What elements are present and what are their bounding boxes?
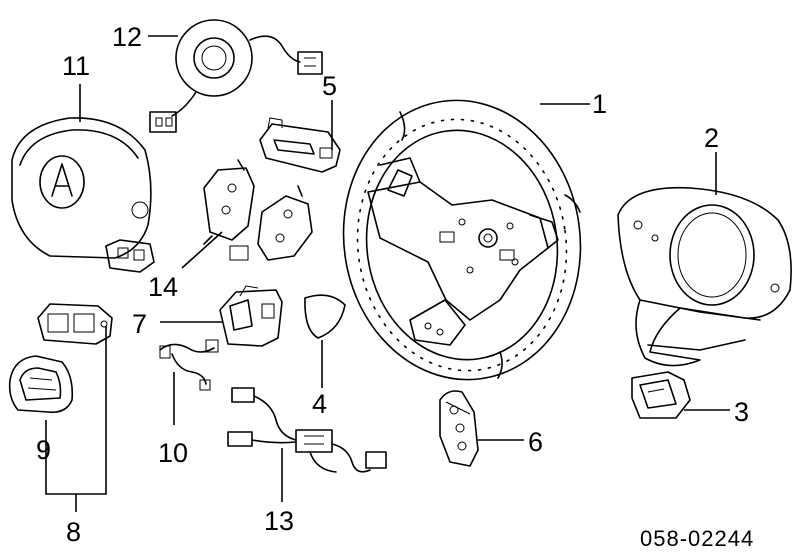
clock-spring [149,19,323,133]
callout-12: 12 [112,22,142,52]
harness-small [159,339,219,391]
callout-6: 6 [528,427,543,457]
callout-7: 7 [132,309,147,339]
callout-3: 3 [734,397,749,427]
callout-11: 11 [62,51,90,81]
steering-wheel [342,99,582,381]
switch-bezel [8,355,74,414]
callout-14: 14 [148,272,178,302]
spoke-cover [304,294,346,339]
callout-2: 2 [704,123,719,153]
right-switch [439,390,479,467]
callout-10: 10 [158,438,188,468]
leader-lines [45,35,730,512]
wire-harness [227,387,387,473]
callout-9: 9 [36,435,51,465]
callout-5: 5 [322,71,337,101]
lower-cover [631,371,691,419]
bracket-set [203,159,313,261]
callout-13: 13 [264,506,294,536]
callout-4: 4 [312,389,327,419]
switch-assembly [37,303,113,345]
drawing-code: 058-02244 [640,526,754,551]
rear-cover [617,186,792,367]
callout-labels: 1 2 3 4 5 6 7 8 9 10 11 12 13 14 058-022… [36,22,754,551]
callout-8: 8 [66,517,81,547]
audio-switch [219,285,283,347]
airbag-module [11,117,155,273]
callout-1: 1 [592,89,607,119]
cruise-switch [259,117,341,173]
